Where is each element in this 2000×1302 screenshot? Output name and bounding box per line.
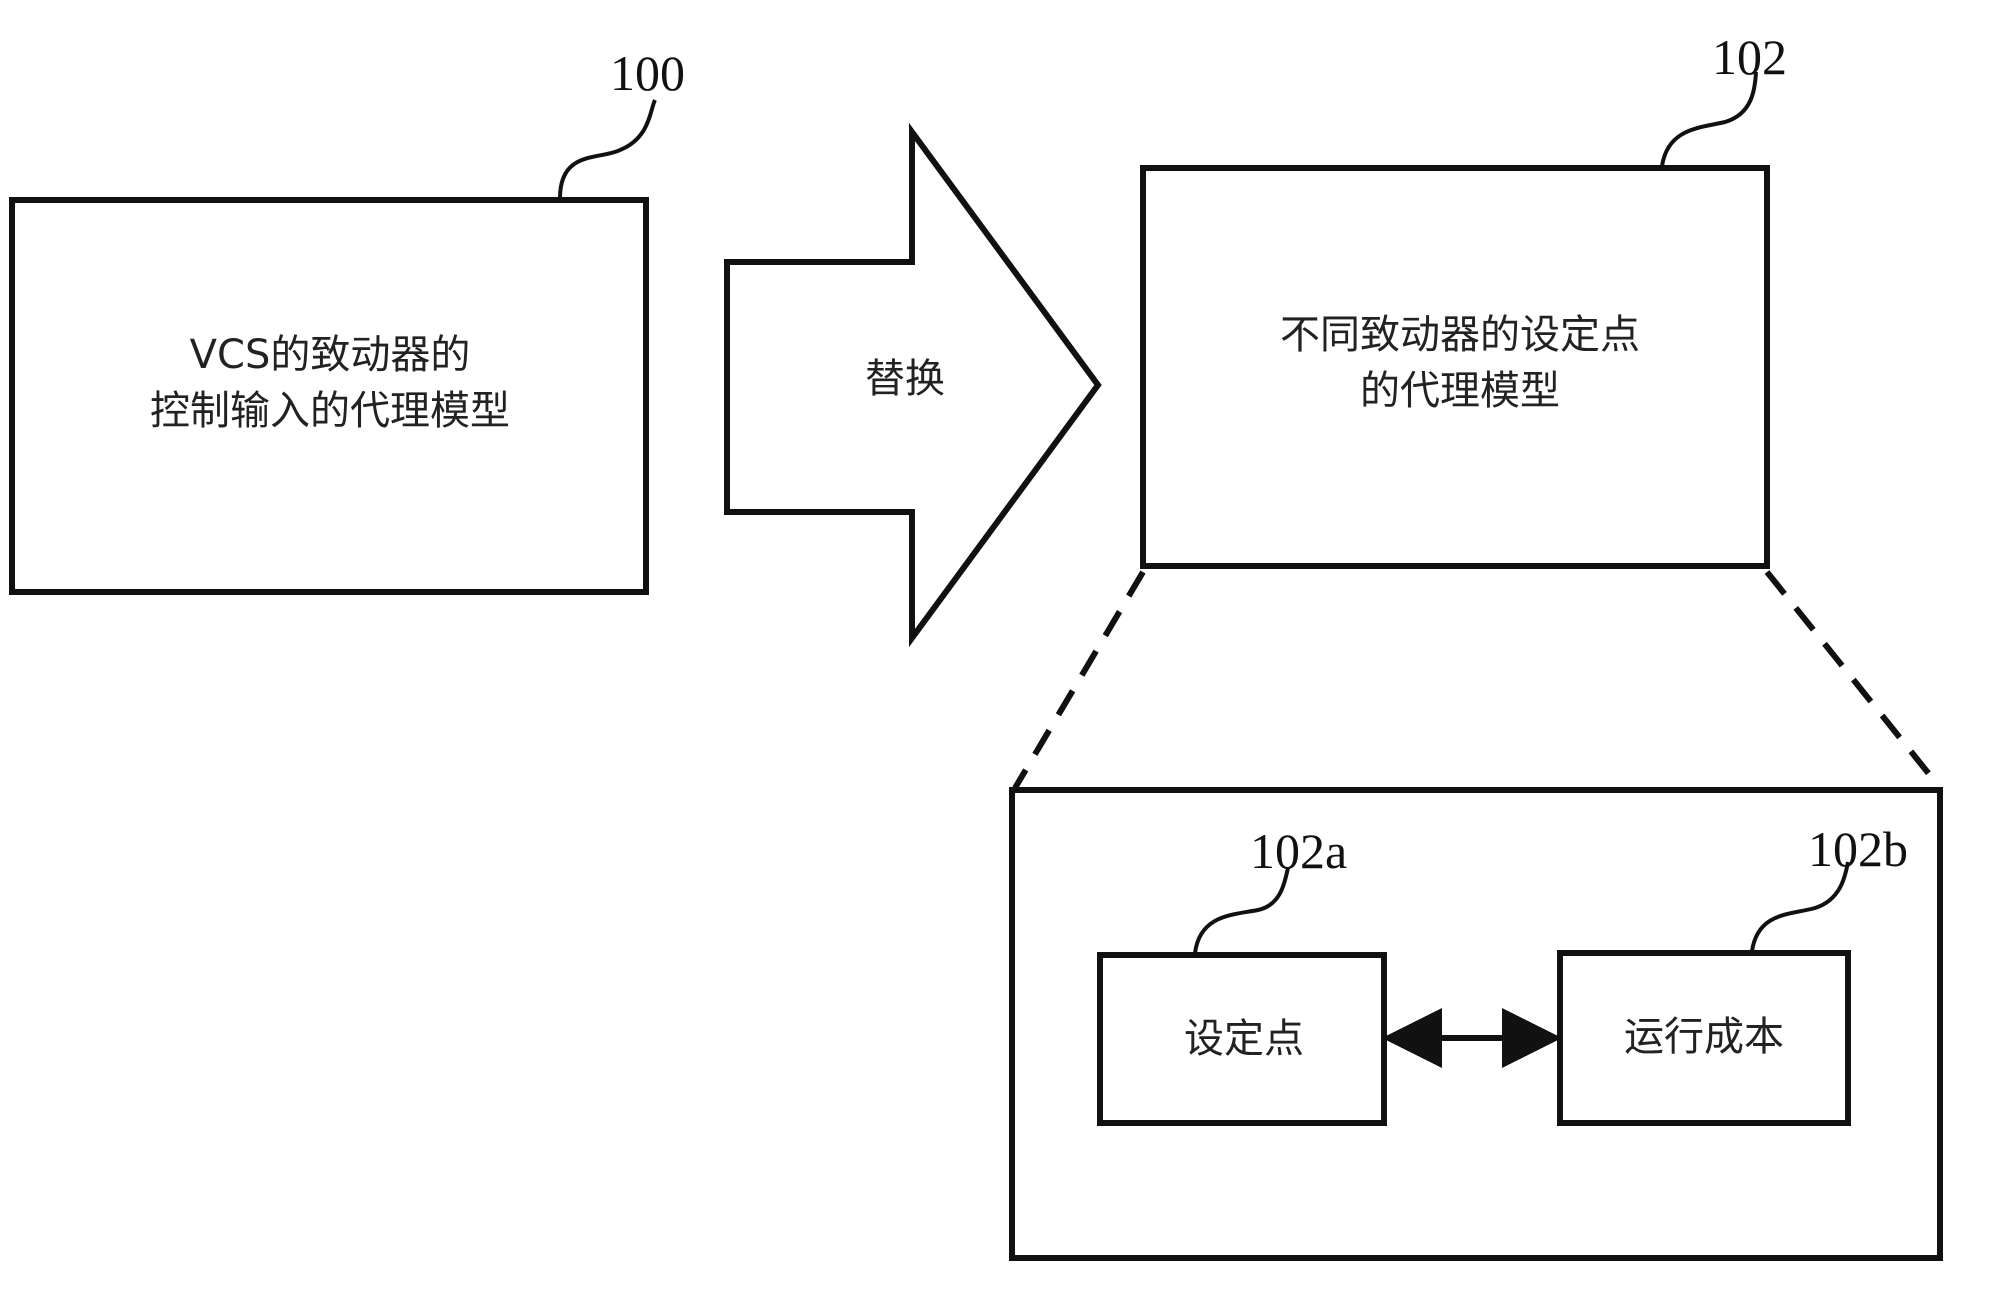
left-box-line-1: VCS的致动器的 (190, 332, 471, 378)
zoom-line-left (1012, 570, 1146, 790)
replace-arrow-label: 替换 (865, 356, 945, 402)
zoom-line-right (1764, 570, 1940, 786)
control-input-proxy-model-box: VCS的致动器的 控制输入的代理模型 (9, 197, 649, 595)
ref-label-102b: 102b (1808, 821, 1908, 877)
leader-line-100 (558, 99, 657, 199)
detail-expansion-box (1009, 787, 1943, 1261)
operating-cost-box-label: 运行成本 (1624, 1014, 1784, 1060)
setpoint-box-label: 设定点 (1184, 1016, 1304, 1062)
leader-line-102b (1750, 861, 1850, 952)
operating-cost-box: 运行成本 (1557, 950, 1851, 1126)
ref-label-100: 100 (610, 45, 685, 101)
setpoint-proxy-model-box: 不同致动器的设定点 的代理模型 (1140, 165, 1770, 569)
replace-arrow: 替换 (724, 122, 1102, 648)
leader-line-102 (1660, 71, 1758, 167)
ref-label-102: 102 (1712, 29, 1787, 85)
left-box-line-2: 控制输入的代理模型 (150, 388, 510, 434)
right-box-line-2: 的代理模型 (1360, 368, 1560, 414)
ref-label-102a: 102a (1250, 823, 1347, 879)
setpoint-box: 设定点 (1097, 952, 1387, 1126)
leader-line-102a (1193, 867, 1290, 954)
right-box-line-1: 不同致动器的设定点 (1280, 312, 1640, 358)
